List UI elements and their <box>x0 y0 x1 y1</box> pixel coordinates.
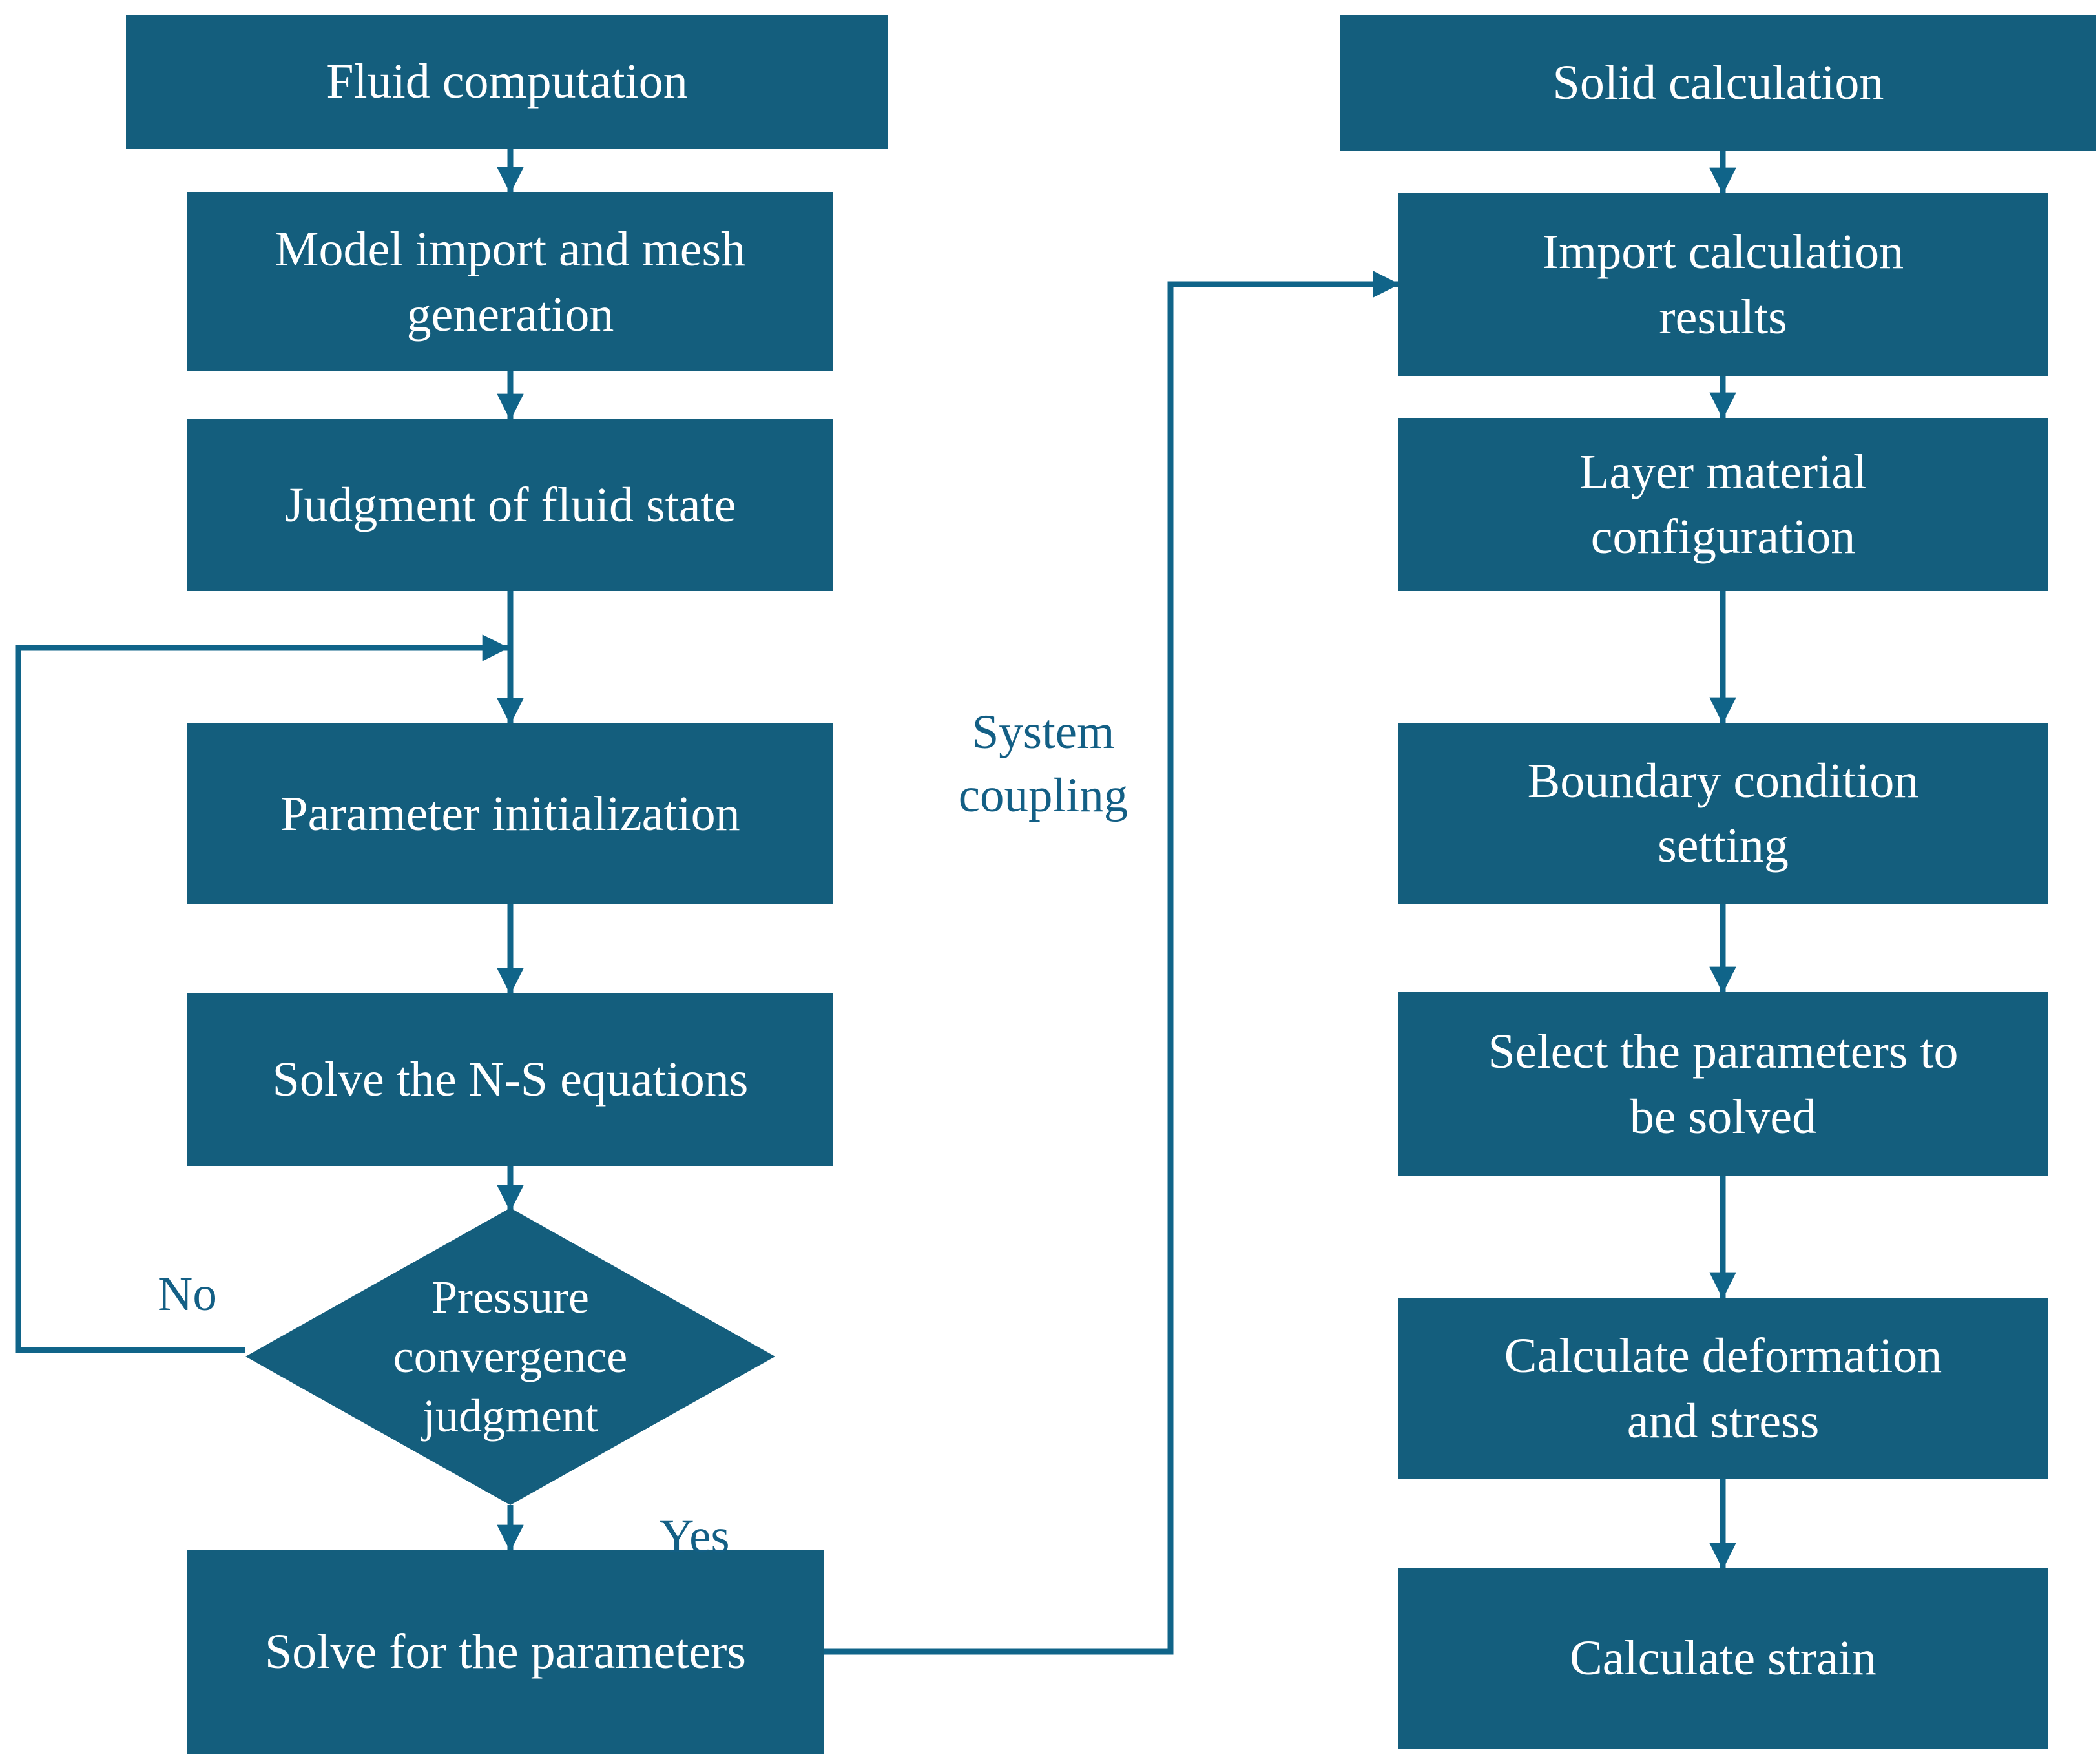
system-coupling-label: System coupling <box>958 705 1128 822</box>
flow-box-model-import-mesh: Model import and mesh generation <box>187 192 833 371</box>
flow-box-label: Calculate strain <box>1570 1631 1876 1686</box>
flow-box-solve-ns-equations: Solve the N-S equations <box>187 993 833 1166</box>
flow-box-label: Select the parameters to be solved <box>1488 1024 1959 1144</box>
flow-box-label: Fluid computation <box>326 54 688 109</box>
flow-box-label: Import calculation results <box>1542 225 1904 344</box>
decision-label: Pressure convergence judgment <box>393 1271 628 1442</box>
flow-box-fluid-computation: Fluid computation <box>126 15 888 149</box>
flow-box-layer-material-configuration: Layer material configuration <box>1398 418 2048 591</box>
flow-box-boundary-condition-setting: Boundary condition setting <box>1398 723 2048 904</box>
flow-box-label: Parameter initialization <box>280 786 740 841</box>
flow-box-solid-calculation: Solid calculation <box>1340 15 2096 151</box>
no-loop-path <box>15 634 510 1353</box>
flow-box-judgment-fluid-state: Judgment of fluid state <box>187 419 833 591</box>
flow-box-label: Model import and mesh generation <box>275 222 746 342</box>
flow-box-label: Calculate deformation and stress <box>1504 1329 1942 1448</box>
flow-box-label: Boundary condition setting <box>1527 753 1919 873</box>
branch-label-no: No <box>158 1267 217 1321</box>
flow-box-label: Solve for the parameters <box>265 1625 746 1679</box>
system-coupling-connector <box>823 271 1400 1655</box>
flow-box-calculate-strain: Calculate strain <box>1398 1568 2048 1749</box>
flow-box-parameter-initialization: Parameter initialization <box>187 723 833 904</box>
flow-box-select-parameters-to-solve: Select the parameters to be solved <box>1398 992 2048 1176</box>
branch-label-yes: Yes <box>659 1510 730 1563</box>
flow-box-import-calculation-results: Import calculation results <box>1398 193 2048 376</box>
flow-box-label: Solve the N-S equations <box>272 1052 749 1107</box>
flow-box-solve-for-parameters: Solve for the parameters <box>187 1550 824 1754</box>
flow-box-label: Solid calculation <box>1552 55 1884 110</box>
flow-box-calculate-deformation-stress: Calculate deformation and stress <box>1398 1298 2048 1479</box>
flow-box-label: Layer material configuration <box>1579 444 1867 564</box>
flow-box-label: Judgment of fluid state <box>284 477 736 532</box>
